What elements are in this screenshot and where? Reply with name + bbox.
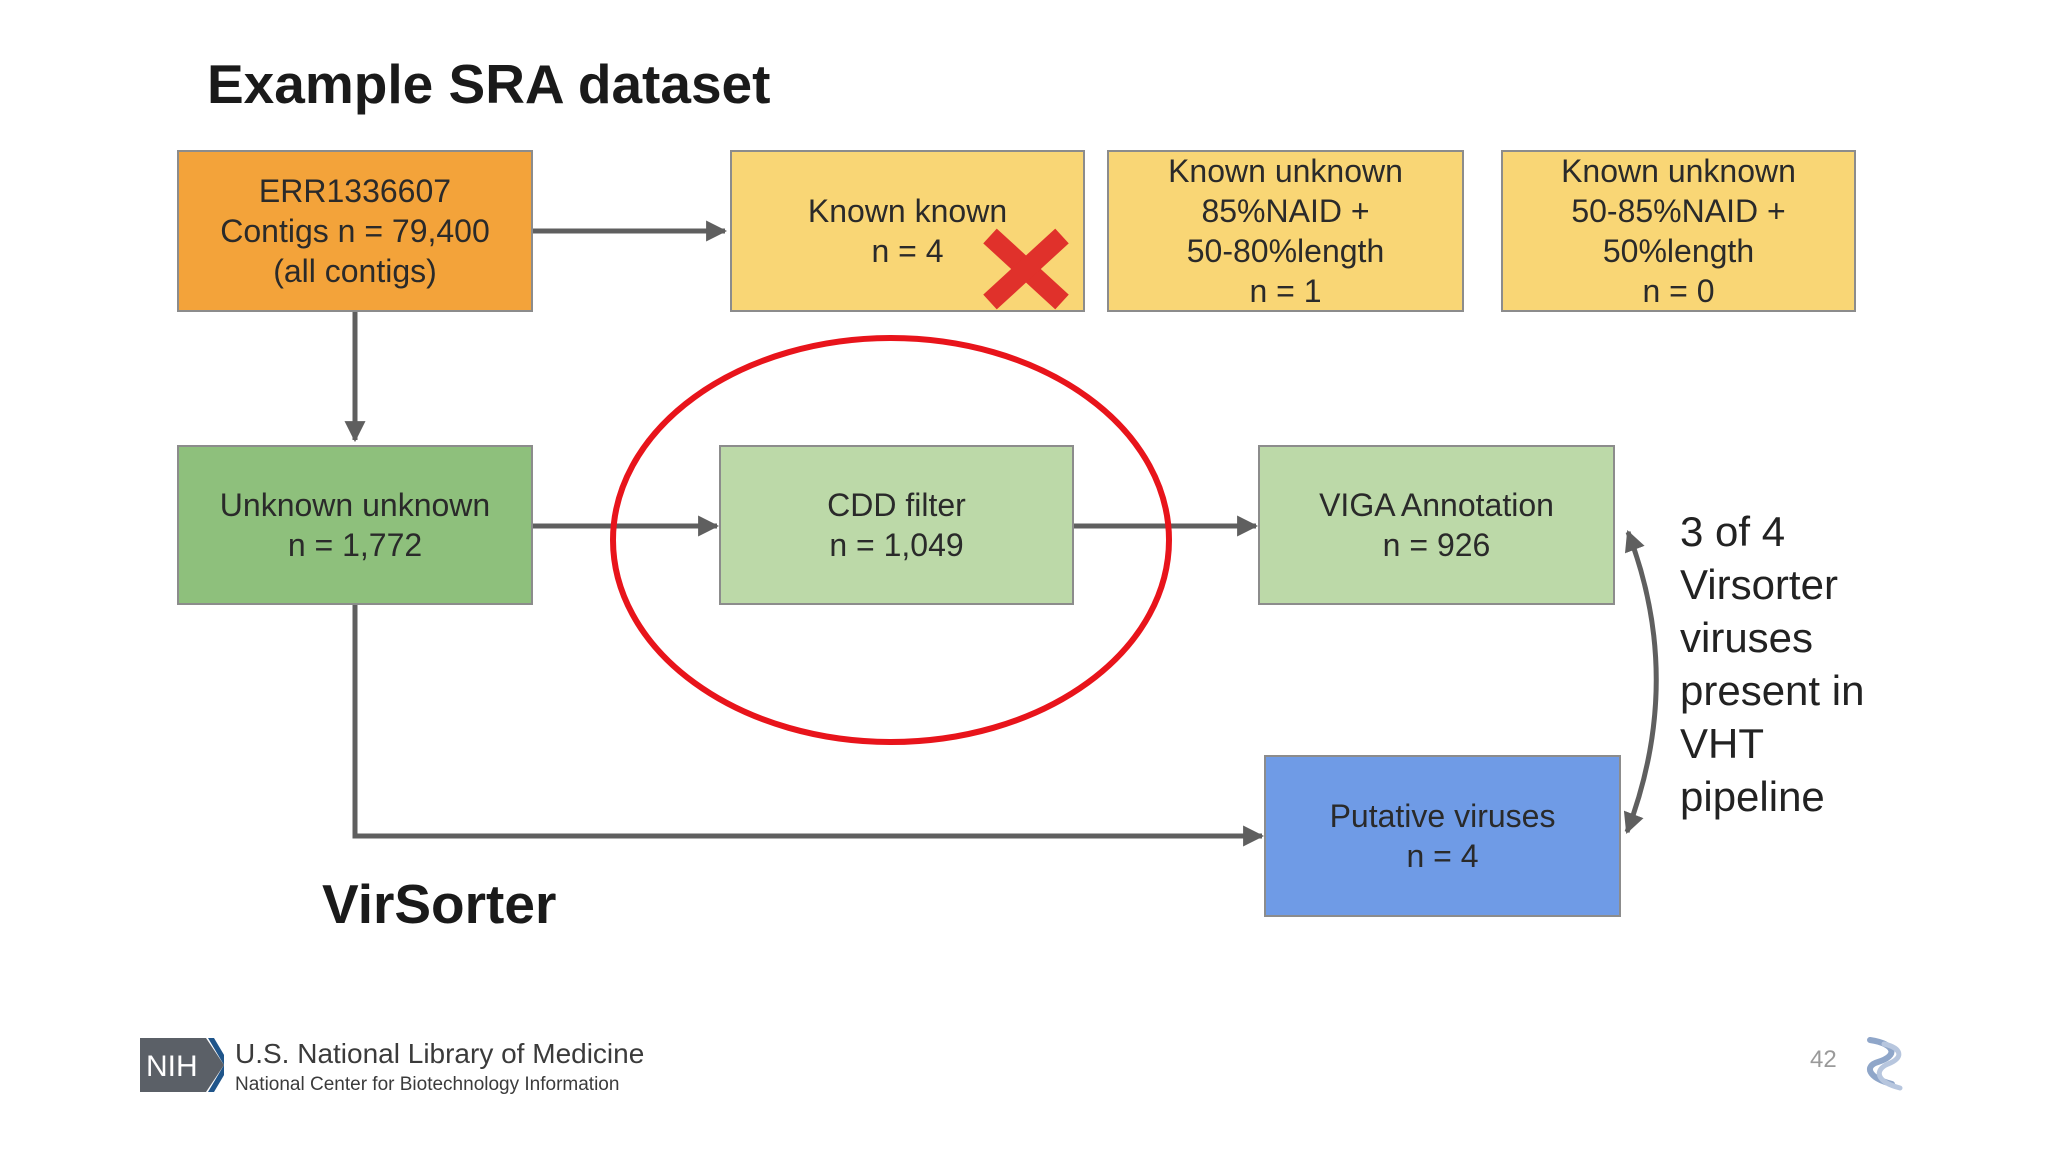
box-line: VIGA Annotation [1319,487,1554,523]
box-line: n = 1,049 [829,527,964,563]
slide-title: Example SRA dataset [207,53,771,115]
nih-logo: NIH [140,1038,224,1092]
cdd-filter-box: CDD filter n = 1,049 [719,445,1074,605]
arrow-unknown-to-putative [352,605,1265,847]
known-unknown-50-box: Known unknown 50-85%NAID + 50%length n =… [1501,150,1856,312]
box-line: Contigs n = 79,400 [220,213,490,249]
box-line: 50-85%NAID + [1571,193,1786,229]
box-line: 85%NAID + [1201,193,1370,229]
org-name: U.S. National Library of Medicine [235,1038,645,1069]
box-line: n = 0 [1642,273,1715,309]
viga-annotation-box: VIGA Annotation n = 926 [1258,445,1615,605]
known-known-box: Known known n = 4 [730,150,1085,312]
cdd-highlight-circle [610,335,1172,745]
note-line: present in [1680,667,1865,714]
known-unknown-85-box: Known unknown 85%NAID + 50-80%length n =… [1107,150,1464,312]
note-line: 3 of 4 [1680,508,1786,555]
arrow-viga-putative-bidirectional [1623,530,1659,834]
page-number: 42 [1810,1046,1837,1073]
box-line: ERR1336607 [258,173,452,209]
box-line: CDD filter [827,487,966,523]
box-line: (all contigs) [273,253,437,289]
box-line: n = 4 [1406,838,1479,874]
virsorter-overlap-note: 3 of 4 Virsorter viruses present in VHT … [1680,505,1864,823]
box-line: Known unknown [1168,153,1403,189]
note-line: VHT [1680,720,1764,767]
org-subname: National Center for Biotechnology Inform… [235,1074,620,1095]
note-line: Virsorter [1680,561,1838,608]
source-dataset-box: ERR1336607 Contigs n = 79,400 (all conti… [177,150,533,312]
box-line: Unknown unknown [219,487,491,523]
x-mark-icon [983,228,1069,310]
box-line: n = 4 [871,233,944,269]
virsorter-label: VirSorter [322,873,557,935]
box-line: Putative viruses [1329,798,1556,834]
box-line: Known known [807,193,1008,229]
box-line: n = 1,772 [287,527,423,563]
box-line: Known unknown [1561,153,1796,189]
box-line: n = 926 [1382,527,1491,563]
unknown-unknown-box: Unknown unknown n = 1,772 [177,445,533,605]
note-line: pipeline [1680,773,1825,820]
box-line: 50%length [1602,233,1755,269]
note-line: viruses [1680,614,1814,661]
ncbi-helix-icon [1867,1037,1903,1091]
box-line: n = 1 [1249,273,1322,309]
putative-viruses-box: Putative viruses n = 4 [1264,755,1621,917]
nih-logo-text: NIH [146,1050,198,1083]
box-line: 50-80%length [1186,233,1385,269]
